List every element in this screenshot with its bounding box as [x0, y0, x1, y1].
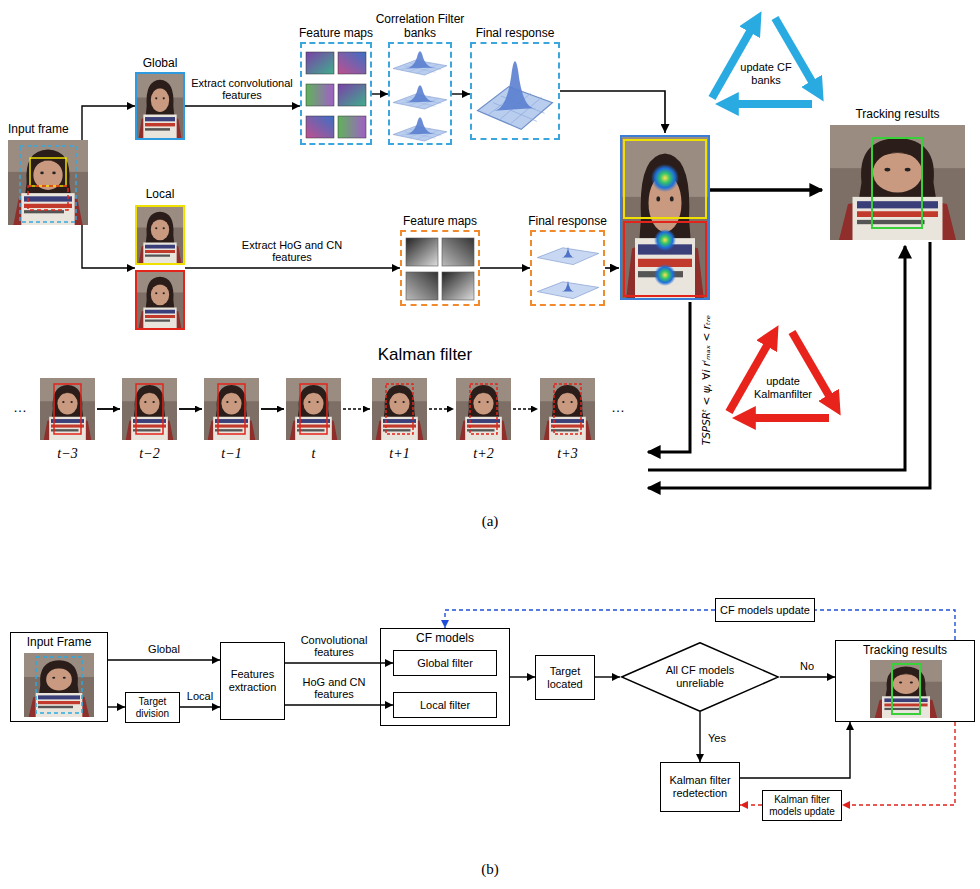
time-label: t+3	[557, 446, 577, 462]
section-title: Kalman filter	[378, 345, 472, 365]
process-box: Features extraction	[220, 642, 285, 720]
connector	[445, 610, 715, 628]
node-label: Local	[130, 188, 190, 202]
edge-label: HoG and CN features	[288, 676, 380, 701]
update-note: update CF banks	[733, 61, 799, 86]
node-label: All CF models unreliable	[658, 664, 742, 689]
time-label: t−2	[139, 446, 159, 462]
container-box: CF modelsGlobal filterLocal filter	[380, 628, 510, 726]
connector	[285, 662, 393, 663]
node-label: CF models	[416, 632, 474, 646]
process-box: CF models update	[715, 598, 815, 622]
connector	[815, 610, 955, 640]
process-box: Kalman filter redetection	[660, 762, 740, 812]
node-label: Tracking results	[828, 108, 968, 122]
connector	[740, 722, 850, 778]
time-label: t	[312, 446, 316, 462]
connector	[480, 267, 530, 268]
filter-bank-panel: Correlation Filter banks	[388, 42, 452, 145]
input-frame-image: Input frame	[8, 140, 88, 225]
connector	[452, 93, 470, 94]
connector	[108, 706, 125, 707]
connector	[285, 704, 393, 705]
edge-label: Global	[146, 643, 182, 656]
filter-box: Local filter	[393, 692, 497, 718]
process-box: Target division	[125, 692, 180, 723]
connector	[82, 106, 135, 140]
edge-label: Yes	[706, 732, 728, 745]
node-label: Local filter	[420, 699, 470, 712]
connector	[699, 712, 700, 762]
node-label: Feature maps	[291, 27, 381, 41]
global-patch: Global	[135, 72, 185, 140]
process-box: Kalman filter models update	[762, 790, 842, 821]
node-label: Input Frame	[27, 636, 92, 650]
node-label: Global filter	[417, 657, 473, 670]
ellipsis: …	[13, 399, 27, 415]
local-patches: Local	[135, 205, 185, 330]
connector	[108, 659, 220, 660]
process-box: Target located	[535, 655, 595, 700]
edge-label: Extract convolutional features	[186, 77, 298, 102]
time-label: t−1	[221, 446, 241, 462]
panel-label: (a)	[482, 513, 499, 530]
time-label: t+1	[389, 446, 409, 462]
connector	[185, 105, 300, 106]
connector	[740, 804, 762, 805]
edge-label: Convolutional features	[288, 634, 380, 659]
connector	[842, 722, 955, 805]
time-label: t−3	[57, 446, 77, 462]
time-label: t+2	[473, 446, 493, 462]
node-label: Features extraction	[225, 668, 280, 693]
connector	[82, 225, 135, 268]
decision-diamond: All CF models unreliable	[620, 642, 780, 712]
node-label: Target located	[540, 665, 590, 690]
node-label: Tracking results	[863, 644, 947, 658]
connector	[510, 676, 535, 677]
node-label: Feature maps	[390, 215, 490, 229]
connector	[372, 93, 388, 94]
node-label: Final response	[465, 27, 565, 41]
update-note: update Kalmanfilter	[744, 375, 822, 400]
connector	[595, 676, 620, 677]
node-label: Final response	[518, 215, 618, 229]
output-box: Tracking results	[835, 640, 975, 722]
connector	[780, 676, 835, 677]
node-label: Global	[130, 57, 190, 71]
panel-label: (b)	[481, 861, 499, 878]
connector	[180, 706, 220, 707]
edge-label: No	[798, 660, 816, 673]
response-panel: Final response	[470, 42, 560, 140]
node-label: Kalman filter models update	[767, 794, 837, 817]
node-label: CF models update	[720, 604, 810, 617]
node-label: Input frame	[8, 123, 88, 137]
feature-maps-panel: Feature maps	[400, 230, 480, 306]
response-panel: Final response	[530, 230, 605, 306]
tracking-result-image: Tracking results	[830, 125, 965, 240]
node-label: Kalman filter redetection	[665, 774, 735, 799]
connector	[185, 267, 400, 268]
input-box: Input Frame	[10, 632, 108, 722]
feature-maps-panel: Feature maps	[300, 42, 372, 145]
ellipsis: …	[611, 399, 625, 415]
condition-formula: TSPSRᵗ < ψ, ∀i rⁱₘₐₓ < rₜᵣₑ	[700, 315, 712, 445]
filter-box: Global filter	[393, 650, 497, 676]
node-label: Correlation Filter banks	[365, 13, 475, 41]
edge-label: Local	[185, 690, 215, 703]
edge-label: Extract HoG and CN features	[234, 239, 350, 264]
node-label: Target division	[130, 696, 175, 719]
